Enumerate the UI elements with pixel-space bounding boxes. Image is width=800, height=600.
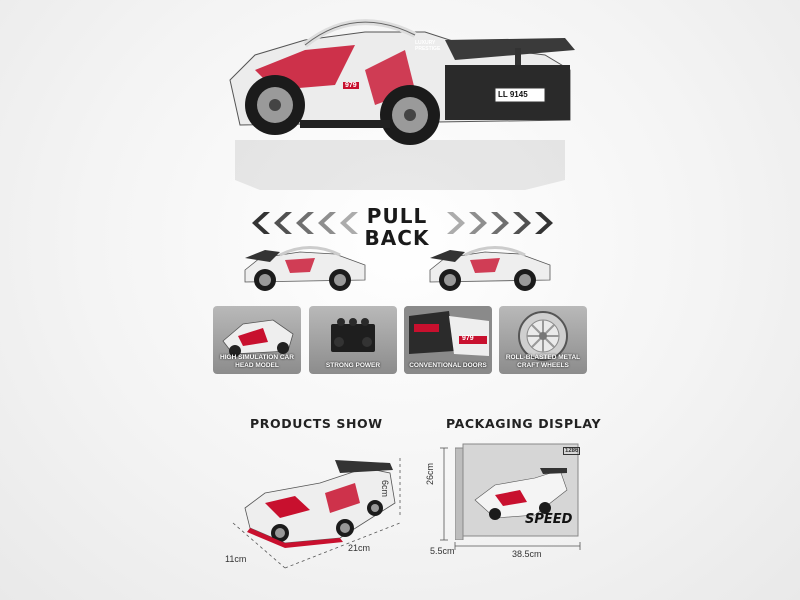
feature-label-metal-wheels: ROLL-BLASTED METAL CRAFT WHEELS <box>505 354 581 369</box>
feature-label-car-head: HIGH SIMULATION CAR HEAD MODEL <box>220 354 294 369</box>
packaging-dim-depth: 5.5cm <box>430 546 455 556</box>
feature-metal-wheels: ROLL-BLASTED METAL CRAFT WHEELS <box>499 306 587 374</box>
pull-back-line1: PULL <box>366 204 428 228</box>
feature-car-head: HIGH SIMULATION CAR HEAD MODEL <box>213 306 301 374</box>
feature-label-strong-power: STRONG POWER <box>325 362 381 369</box>
packaging-display-title: PACKAGING DISPLAY <box>446 416 602 431</box>
packaging-brand: SPEED <box>525 512 573 527</box>
hero-race-number: 979 <box>343 82 359 89</box>
packaging-dim-height: 26cm <box>425 462 435 485</box>
left-chevrons <box>250 210 360 236</box>
feature-conventional-doors: 979 CONVENTIONAL DOORS <box>404 306 492 374</box>
right-chevrons <box>445 210 555 236</box>
packaging-dim-lines <box>440 440 590 560</box>
pull-back-line2: BACK <box>364 226 430 250</box>
products-dim-height: 6cm <box>380 480 390 498</box>
packaging-count: 1286 <box>563 447 581 455</box>
products-show-car <box>225 448 415 578</box>
hero-car-image: LL 9145 979 LUXURY PRESTIGE <box>215 10 585 190</box>
pullback-car-right <box>425 240 555 295</box>
products-dim-length: 21cm <box>348 543 371 553</box>
feature-strong-power: STRONG POWER <box>309 306 397 374</box>
pullback-car-left <box>240 240 370 295</box>
products-show-title: PRODUCTS SHOW <box>250 416 383 431</box>
hero-side-text: LUXURY PRESTIGE <box>415 40 441 52</box>
packaging-box <box>455 440 580 540</box>
hero-plate-text: LL 9145 <box>498 90 528 99</box>
pull-back-title: PULL BACK <box>362 205 432 249</box>
feature-label-conventional-doors: CONVENTIONAL DOORS <box>409 362 487 369</box>
packaging-dim-width: 38.5cm <box>512 549 542 559</box>
products-dim-width: 11cm <box>225 554 247 564</box>
feature-badge-979: 979 <box>462 335 474 342</box>
